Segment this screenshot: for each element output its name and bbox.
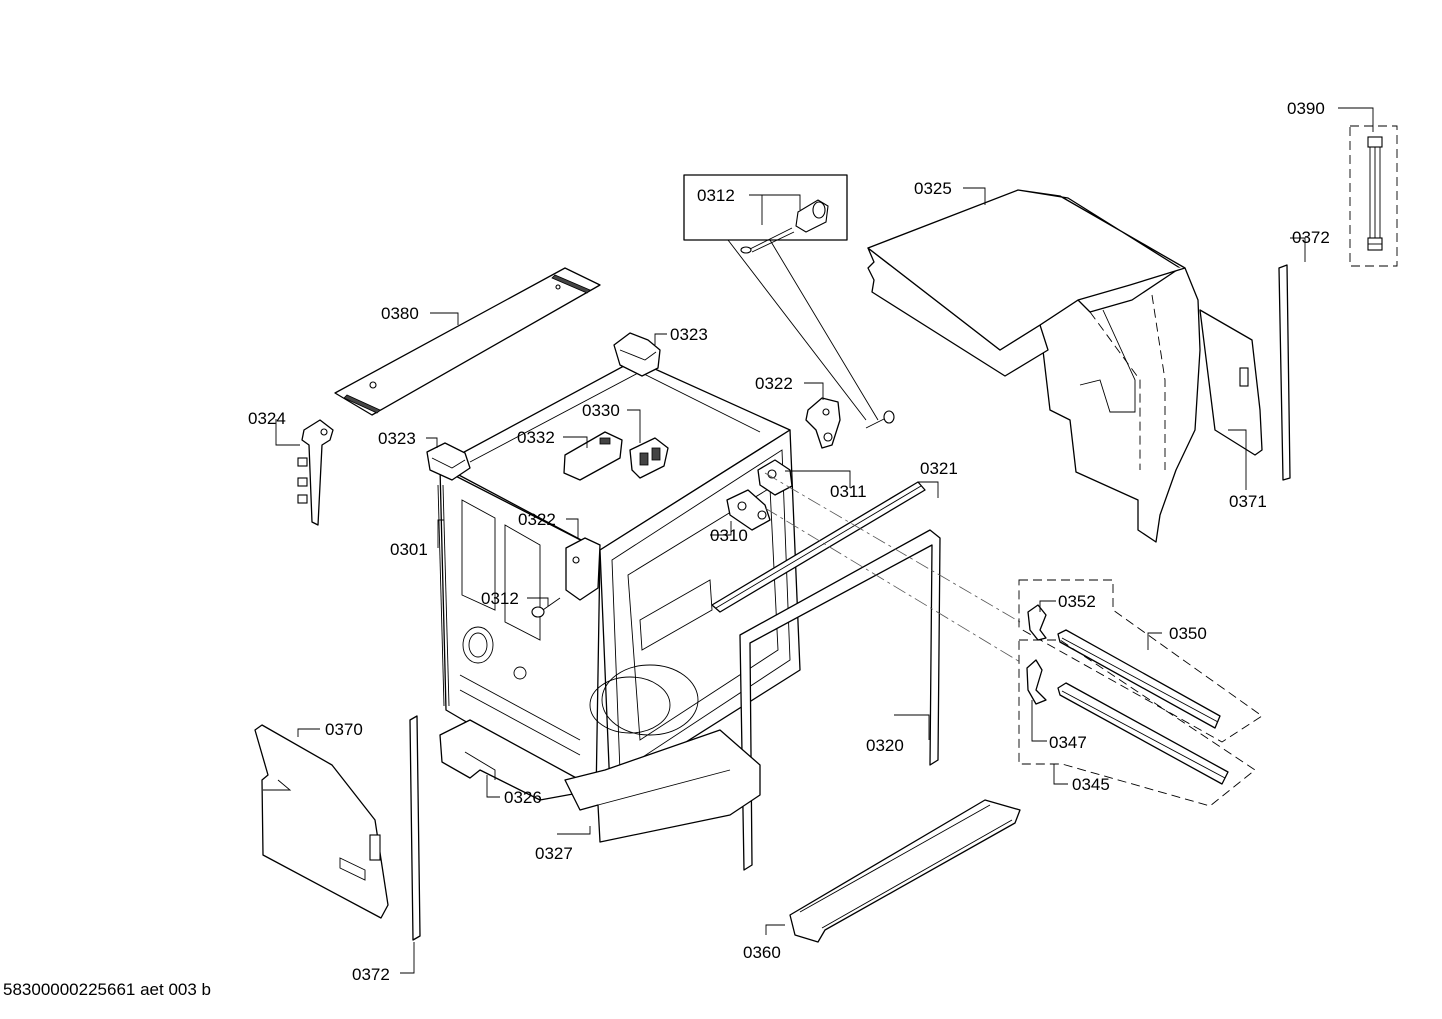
label-0330[interactable]: 0330 bbox=[582, 401, 620, 420]
label-0350[interactable]: 0350 bbox=[1169, 624, 1207, 643]
label-0371[interactable]: 0371 bbox=[1229, 492, 1267, 511]
label-0372-right[interactable]: 0372 bbox=[1292, 228, 1330, 247]
part-0332-latch[interactable] bbox=[563, 431, 623, 481]
part-0372-right-strip[interactable] bbox=[1278, 264, 1291, 481]
label-0323-left[interactable]: 0323 bbox=[378, 429, 416, 448]
part-0326-base-foam[interactable] bbox=[439, 719, 596, 801]
label-0325[interactable]: 0325 bbox=[914, 179, 952, 198]
label-0312-mid[interactable]: 0312 bbox=[481, 589, 519, 608]
label-0347[interactable]: 0347 bbox=[1049, 733, 1087, 752]
part-0310-hinge-bracket[interactable] bbox=[726, 489, 771, 531]
label-0345[interactable]: 0345 bbox=[1072, 775, 1110, 794]
label-0352[interactable]: 0352 bbox=[1058, 592, 1096, 611]
label-0380[interactable]: 0380 bbox=[381, 304, 419, 323]
part-0321-top-seal[interactable] bbox=[711, 481, 926, 613]
drawing-number: 58300000225661 aet 003 b bbox=[3, 980, 211, 999]
label-0370[interactable]: 0370 bbox=[325, 720, 363, 739]
part-0311-hinge-roller[interactable] bbox=[757, 459, 793, 496]
part-0322-mid-hinge[interactable] bbox=[565, 537, 601, 601]
part-0360-kickplate[interactable] bbox=[789, 799, 1021, 943]
part-0325-insulation-mat[interactable] bbox=[867, 189, 1263, 543]
label-0360[interactable]: 0360 bbox=[743, 943, 781, 962]
part-0322-top-hinge[interactable] bbox=[805, 397, 841, 449]
label-0326[interactable]: 0326 bbox=[504, 788, 542, 807]
label-0372-left[interactable]: 0372 bbox=[352, 965, 390, 984]
part-0324-bracket[interactable] bbox=[297, 419, 334, 526]
part-0370-side-panel[interactable] bbox=[254, 724, 389, 919]
part-0320-door-seal[interactable] bbox=[739, 529, 941, 871]
part-0312-detail-box[interactable] bbox=[683, 174, 848, 254]
part-0323-left-corner[interactable] bbox=[426, 442, 471, 481]
part-0372-left-strip[interactable] bbox=[409, 715, 421, 941]
label-0311[interactable]: 0311 bbox=[830, 482, 867, 501]
label-0312-detail[interactable]: 0312 bbox=[697, 186, 735, 205]
part-0327-base-foam[interactable] bbox=[564, 729, 761, 843]
label-0390[interactable]: 0390 bbox=[1287, 99, 1325, 118]
part-0390-hose[interactable] bbox=[1349, 125, 1398, 267]
part-0347-clip[interactable] bbox=[1026, 659, 1047, 705]
label-0320[interactable]: 0320 bbox=[866, 736, 904, 755]
part-0350-rail-group[interactable] bbox=[1018, 579, 1263, 743]
part-0312-screw-top[interactable] bbox=[865, 410, 895, 429]
part-0345-rail-group[interactable] bbox=[1018, 639, 1256, 807]
label-0332[interactable]: 0332 bbox=[517, 428, 555, 447]
label-0321[interactable]: 0321 bbox=[920, 459, 958, 478]
part-0323-top-corner[interactable] bbox=[613, 332, 661, 377]
part-0312-screw-mid[interactable] bbox=[531, 597, 561, 618]
part-0380-top-plate[interactable] bbox=[334, 267, 601, 416]
part-0330-latch[interactable] bbox=[629, 437, 669, 479]
label-0310[interactable]: 0310 bbox=[710, 526, 748, 545]
label-0323-top[interactable]: 0323 bbox=[670, 325, 708, 344]
label-0322-mid[interactable]: 0322 bbox=[518, 510, 556, 529]
callout-labels: 0390 0312 0325 0372 0380 0323 0322 0324 … bbox=[248, 99, 1330, 984]
part-0352-clip[interactable] bbox=[1027, 604, 1047, 641]
label-0327[interactable]: 0327 bbox=[535, 844, 573, 863]
label-0322-top[interactable]: 0322 bbox=[755, 374, 793, 393]
label-0324[interactable]: 0324 bbox=[248, 409, 286, 428]
label-0301[interactable]: 0301 bbox=[390, 540, 428, 559]
